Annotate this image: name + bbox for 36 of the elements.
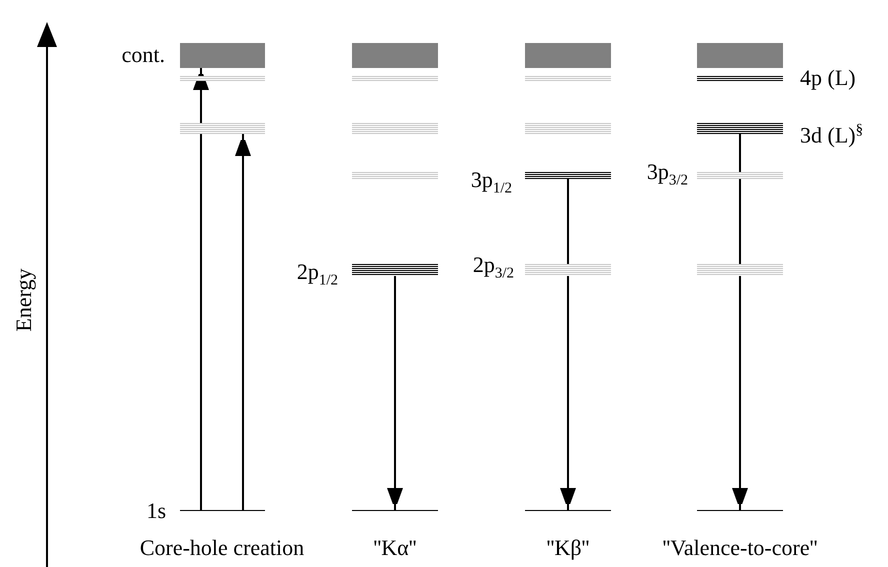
column-caption: ''Kβ'' [546,536,590,560]
transition-arrow [560,179,576,510]
continuum-band [525,43,611,68]
level-label: 3p$_{1/2}$ [470,168,512,198]
transition-arrow [732,134,748,510]
energy-level [697,76,783,81]
energy-level [352,264,438,276]
energy-level [697,264,783,276]
column-caption: ''Valence-to-core'' [662,536,818,560]
level-label: cont. [122,43,165,67]
continuum-band [352,43,438,68]
energy-level [352,123,438,134]
energy-level [697,172,783,179]
level-label: 2p$_{1/2}$ [296,260,338,290]
energy-level [697,123,783,134]
continuum-band [180,43,265,68]
energy-level [180,76,265,81]
continuum-band [697,43,783,68]
transition-arrow [387,276,403,510]
energy-level [525,172,611,179]
energy-level [180,123,265,134]
level-label: 3p$_{3/2}$ [646,160,688,190]
axis-label: Energy [12,268,36,332]
level-label: 2p$_{3/2}$ [472,253,514,284]
energy-level [525,76,611,81]
energy-level [525,123,611,134]
transition-arrow [193,68,209,510]
energy-level [352,76,438,81]
column-caption: ''Kα'' [373,536,417,560]
energy-level [525,264,611,276]
level-label: 4p (L) [800,66,856,90]
energy-level [352,172,438,179]
transition-arrow [235,134,251,510]
column-caption: Core-hole creation [140,536,304,560]
level-label: 3d (L)$^{§}$ [800,121,864,148]
level-label: 1s [146,499,166,523]
